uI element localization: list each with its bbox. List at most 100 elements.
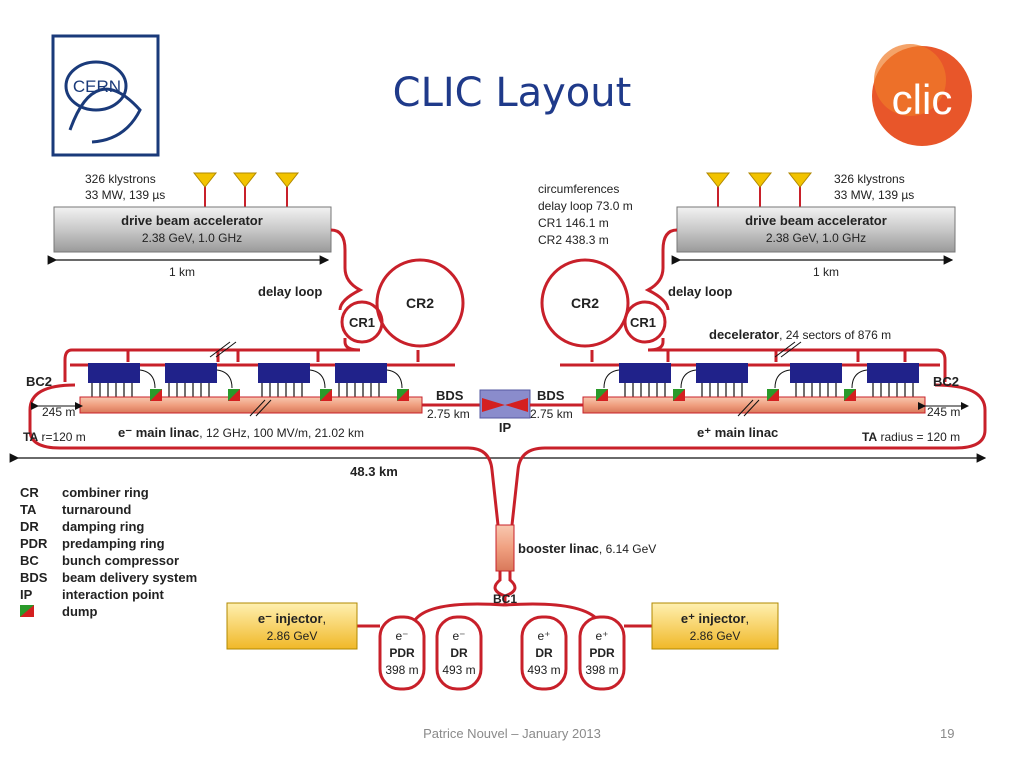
ring-species: e⁺ bbox=[537, 629, 550, 643]
right-dumps bbox=[596, 389, 856, 401]
right-break-mark-upper-2 bbox=[780, 341, 802, 358]
left-dba-length: 1 km bbox=[169, 265, 195, 279]
legend-text: combiner ring bbox=[62, 485, 149, 500]
right-klystron-power: 33 MW, 139 µs bbox=[834, 188, 914, 202]
right-decelerator-label: decelerator, 24 sectors of 876 m bbox=[709, 327, 891, 342]
page-number: 19 bbox=[940, 726, 955, 741]
legend-abbr: BDS bbox=[20, 570, 48, 585]
page-title: CLIC Layout bbox=[392, 70, 632, 116]
legend-abbr: DR bbox=[20, 519, 39, 534]
e-minus-injector bbox=[226, 602, 358, 650]
e-minus-injector-energy: 2.86 GeV bbox=[267, 629, 318, 643]
right-break-mark-linac bbox=[737, 399, 754, 417]
circumference-delay-loop: delay loop 73.0 m bbox=[538, 199, 633, 213]
legend-abbr: TA bbox=[20, 502, 37, 517]
booster-linac-label: booster linac, 6.14 GeV bbox=[518, 541, 656, 556]
legend-text: predamping ring bbox=[62, 536, 165, 551]
ring-name: PDR bbox=[589, 646, 615, 660]
clic-logo: clic bbox=[872, 44, 972, 146]
left-break-mark-linac-2 bbox=[255, 399, 272, 417]
damping-rings bbox=[378, 615, 626, 691]
left-main-linac-label: e⁻ main linac, 12 GHz, 100 MV/m, 21.02 k… bbox=[118, 425, 364, 440]
left-break-mark-upper-2 bbox=[215, 341, 237, 358]
e-plus-injector-title: e⁺ injector, bbox=[681, 611, 749, 626]
ring-species: e⁻ bbox=[452, 629, 465, 643]
e-plus-injector-energy: 2.86 GeV bbox=[690, 629, 741, 643]
right-bc2-label: BC2 bbox=[933, 374, 959, 389]
ip-right-beam-arrow bbox=[505, 398, 528, 412]
circumference-cr2: CR2 438.3 m bbox=[538, 233, 609, 247]
cern-logo: CERN bbox=[51, 34, 160, 157]
legend-text: beam delivery system bbox=[62, 570, 197, 585]
right-dba-subtitle: 2.38 GeV, 1.0 GHz bbox=[766, 231, 866, 245]
footer-author: Patrice Nouvel – January 2013 bbox=[423, 726, 601, 741]
left-cr2-label: CR2 bbox=[406, 295, 434, 311]
right-cr1-label: CR1 bbox=[630, 315, 656, 330]
legend-text: damping ring bbox=[62, 519, 144, 534]
right-cr2-label: CR2 bbox=[571, 295, 599, 311]
ip-left-beam-arrow bbox=[482, 398, 505, 412]
left-bc2-label: BC2 bbox=[26, 374, 52, 389]
right-bds-label: BDS bbox=[537, 388, 565, 403]
circumference-cr1: CR1 146.1 m bbox=[538, 216, 609, 230]
right-bds-length: 2.75 km bbox=[530, 407, 573, 421]
legend: CR combiner ring TA turnaround DR damping r… bbox=[20, 485, 197, 619]
left-bds-label: BDS bbox=[436, 388, 464, 403]
legend-abbr: IP bbox=[20, 587, 33, 602]
legend-abbr: CR bbox=[20, 485, 39, 500]
right-break-mark-upper bbox=[774, 341, 796, 358]
ip-label: IP bbox=[499, 420, 512, 435]
ring-length: 493 m bbox=[442, 663, 475, 677]
left-ta-length: 245 m bbox=[42, 405, 75, 419]
left-ta-label: TA r=120 m bbox=[23, 430, 86, 444]
ring-species: e⁻ bbox=[395, 629, 408, 643]
left-break-mark-linac bbox=[249, 399, 266, 417]
left-delay-loop-label: delay loop bbox=[258, 284, 322, 299]
legend-text: turnaround bbox=[62, 502, 131, 517]
right-ta-label: TA radius = 120 m bbox=[862, 430, 960, 444]
legend-text: interaction point bbox=[62, 587, 165, 602]
left-break-mark-upper bbox=[209, 341, 231, 358]
left-dba-subtitle: 2.38 GeV, 1.0 GHz bbox=[142, 231, 242, 245]
total-length-label: 48.3 km bbox=[350, 464, 398, 479]
right-delay-loop-label: delay loop bbox=[668, 284, 732, 299]
injection-lines bbox=[413, 446, 600, 622]
left-klystrons bbox=[192, 172, 300, 207]
ring-name: DR bbox=[535, 646, 553, 660]
right-main-linac-label: e⁺ main linac bbox=[697, 425, 778, 440]
booster-linac bbox=[495, 524, 515, 572]
right-klystrons bbox=[705, 172, 813, 207]
svg-text:CERN: CERN bbox=[73, 77, 121, 96]
right-decelerator-blocks bbox=[603, 363, 919, 397]
left-dumps bbox=[150, 389, 409, 401]
right-klystron-count: 326 klystrons bbox=[834, 172, 905, 186]
circumferences-title: circumferences bbox=[538, 182, 619, 196]
e-plus-injector bbox=[651, 602, 779, 650]
right-drive-beam-accelerator bbox=[676, 206, 956, 253]
ring-name: DR bbox=[450, 646, 468, 660]
left-drive-beam-line bbox=[28, 228, 468, 450]
left-cr1-label: CR1 bbox=[349, 315, 375, 330]
left-drive-beam-accelerator bbox=[53, 206, 332, 253]
left-bds-length: 2.75 km bbox=[427, 407, 470, 421]
right-dba-title: drive beam accelerator bbox=[745, 213, 887, 228]
ring-length: 493 m bbox=[527, 663, 560, 677]
right-break-mark-linac-2 bbox=[743, 399, 760, 417]
ring-species: e⁺ bbox=[595, 629, 608, 643]
bc1-label: BC1 bbox=[493, 592, 517, 606]
left-klystron-power: 33 MW, 139 µs bbox=[85, 188, 165, 202]
ring-name: PDR bbox=[389, 646, 415, 660]
left-klystron-count: 326 klystrons bbox=[85, 172, 156, 186]
legend-abbr: BC bbox=[20, 553, 39, 568]
left-decelerator-blocks bbox=[88, 363, 403, 397]
dump-icon bbox=[20, 605, 34, 617]
right-ta-length: 245 m bbox=[927, 405, 960, 419]
left-dba-title: drive beam accelerator bbox=[121, 213, 263, 228]
legend-abbr: PDR bbox=[20, 536, 48, 551]
svg-text:clic: clic bbox=[892, 76, 953, 123]
ring-length: 398 m bbox=[385, 663, 418, 677]
right-dba-length: 1 km bbox=[813, 265, 839, 279]
ring-labels: e⁻ PDR 398 m e⁻ DR 493 m e⁺ DR 493 m e⁺ … bbox=[385, 629, 618, 677]
e-minus-injector-title: e⁻ injector, bbox=[258, 611, 326, 626]
